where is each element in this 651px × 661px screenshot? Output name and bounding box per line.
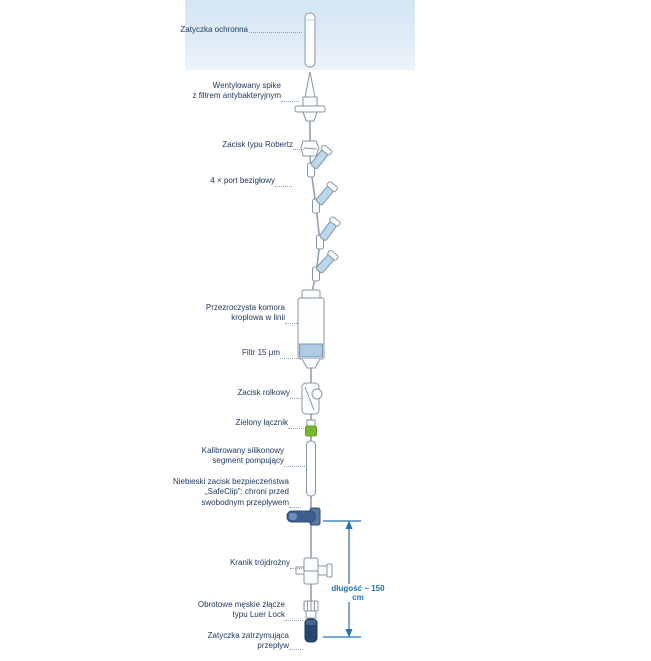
luer-lock-part: [303, 600, 319, 619]
label-needle-free-ports: 4 × port bezigłowy: [210, 176, 275, 185]
stopcock-part: [295, 557, 333, 585]
safeclip-part: [286, 507, 321, 526]
leader-line: [285, 323, 299, 324]
roller-clamp-part: [301, 382, 323, 415]
leader-line: [275, 186, 292, 187]
leader-line: [290, 568, 304, 569]
vented-spike-part: [294, 71, 326, 122]
label-robertz-clamp: Zacisk typu Robertz: [222, 140, 293, 149]
label-luer-lock: Obrotowe męskie złącze typu Luer Lock: [197, 600, 285, 620]
needle-free-port-4: [312, 249, 339, 282]
needle-free-port-2: [312, 181, 338, 214]
pump-segment-part: [306, 440, 316, 497]
leader-line: [281, 101, 299, 102]
header-band: [185, 0, 415, 70]
leader-line: [249, 32, 302, 33]
leader-line: [289, 507, 301, 508]
leader-line: [289, 649, 303, 650]
leader-line: [288, 428, 304, 429]
leader-line: [284, 466, 305, 467]
leader-line: [290, 398, 303, 399]
label-stopcock: Kranik trójdrożny: [229, 558, 290, 567]
label-pump-segment: Kalibrowany silikonowy segment pompujący: [201, 446, 284, 466]
dimension-length-text: długość ~ 150 cm: [326, 584, 390, 602]
leader-line: [293, 149, 304, 150]
label-protective-cap: Zatyczka ochronna: [180, 25, 248, 34]
label-drip-chamber: Przezroczysta komora kroplowa w linii: [205, 303, 285, 323]
drip-chamber-part: [297, 289, 325, 369]
filter-15um-part: [299, 343, 323, 358]
leader-line: [280, 358, 301, 359]
label-filter-15um: Filtr 15 μm: [242, 348, 280, 357]
robertz-clamp-part: [300, 140, 320, 157]
needle-free-port-3: [316, 216, 341, 250]
leader-line: [285, 620, 303, 621]
label-vented-spike: Wentylowany spike z filtrem antybakteryj…: [192, 81, 281, 101]
label-green-connector: Zielony łącznik: [235, 418, 288, 427]
dimension-line: [323, 520, 361, 638]
needle-free-port-1: [307, 144, 333, 178]
label-flow-stop-cap: Zatyczka zatrzymująca przepływ: [207, 631, 289, 651]
label-safeclip: Niebieski zacisk bezpieczeństwa „SafeCli…: [172, 477, 289, 507]
green-connector-part: [305, 419, 317, 437]
flow-stop-cap-part: [304, 618, 318, 643]
label-roller-clamp: Zacisk rolkowy: [237, 388, 290, 397]
protective-cap-part: [304, 12, 316, 68]
